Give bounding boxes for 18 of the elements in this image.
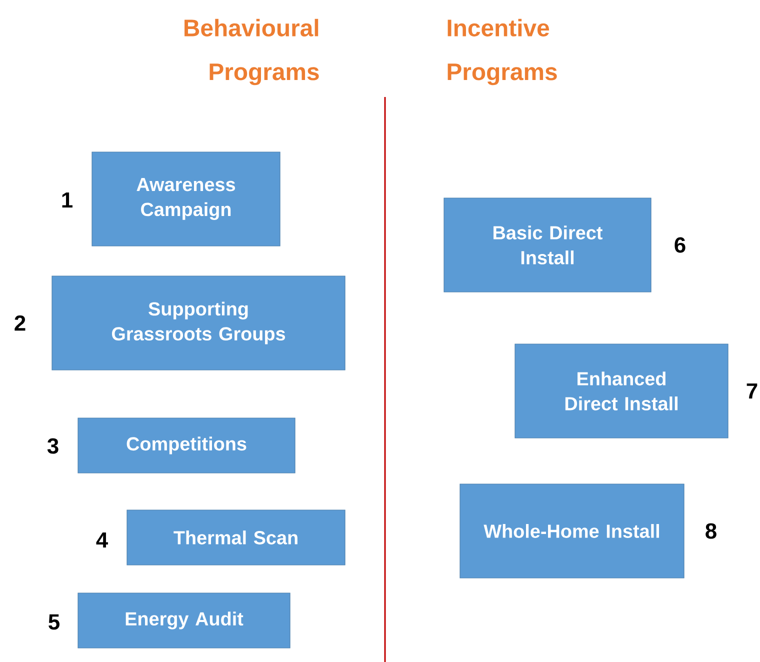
callout-number: 2 <box>14 315 26 331</box>
column-heading: Behavioural Programs <box>184 18 319 86</box>
program-box: Enhanced Direct Install <box>514 344 728 438</box>
column-heading: Incentive Programs <box>448 18 557 86</box>
program-box: Awareness Campaign <box>92 152 280 246</box>
program-box: Basic Direct Install <box>444 198 652 292</box>
callout-number: 5 <box>48 614 60 630</box>
callout-number: 7 <box>746 383 758 399</box>
callout-number: 4 <box>96 532 108 548</box>
callout-number: 3 <box>47 438 58 454</box>
callout-number: 6 <box>674 237 686 253</box>
callout-number: 1 <box>62 192 72 208</box>
program-box: Supporting Grassroots Groups <box>52 276 346 370</box>
program-box: Energy Audit <box>78 592 290 648</box>
program-box: Thermal Scan <box>126 510 346 566</box>
callout-number: 8 <box>706 523 716 539</box>
program-box: Whole-Home Install <box>460 484 684 578</box>
program-box: Competitions <box>78 418 296 474</box>
